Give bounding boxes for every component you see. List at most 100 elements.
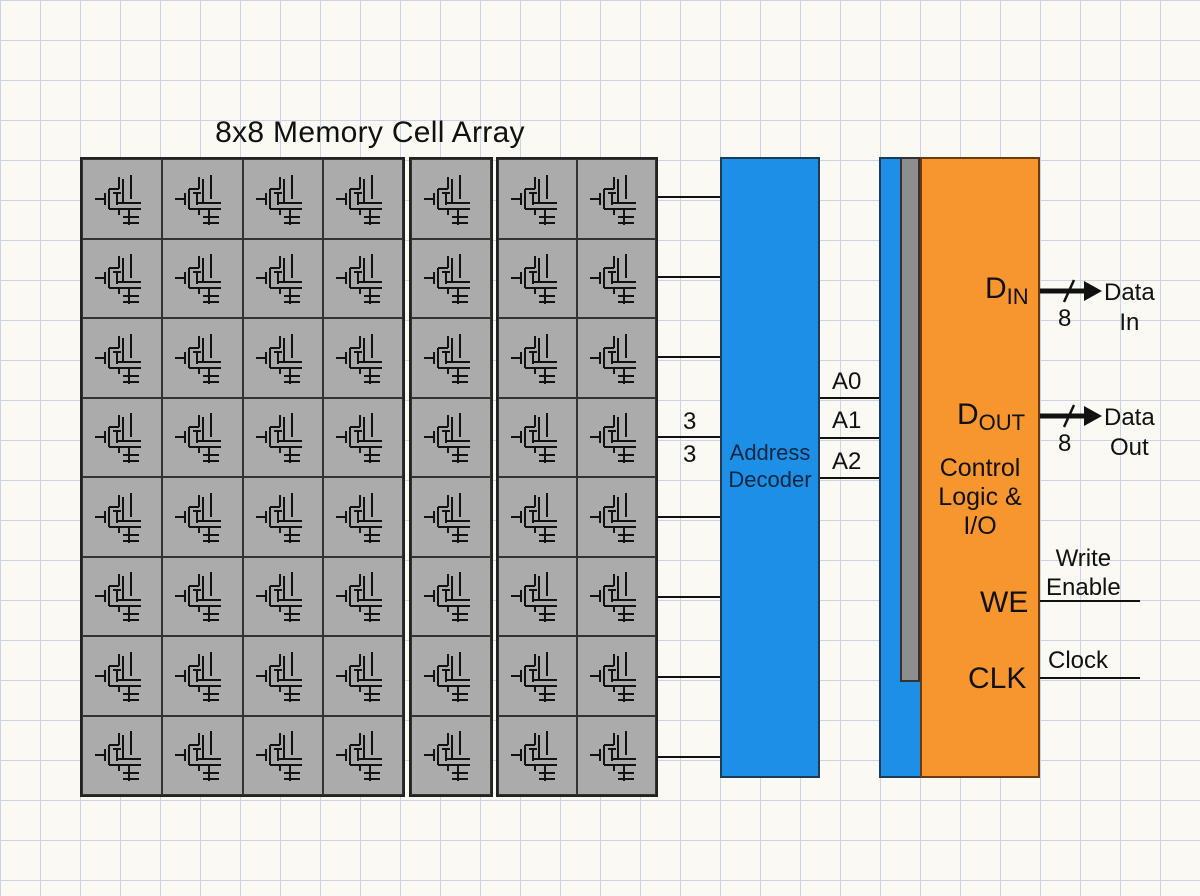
memory-cell-icon [582,725,652,785]
pin-din: DIN [985,272,1029,309]
memory-cell [322,715,403,795]
memory-cell-icon [503,407,573,467]
memory-cell [162,238,243,318]
memory-cell-icon [503,328,573,388]
memory-cell-icon [416,328,486,388]
memory-cell [322,556,403,636]
memory-cell [411,715,491,795]
memory-cell [498,397,577,477]
memory-cell-icon [503,566,573,626]
clock-line [1040,677,1140,679]
memory-cell-icon [167,248,237,308]
memory-cell [498,636,577,716]
memory-cell-icon [416,646,486,706]
memory-cell-icon [416,407,486,467]
memory-cell-icon [167,487,237,547]
memory-cell-icon [87,487,157,547]
memory-cell [162,318,243,398]
memory-cell [82,159,163,239]
memory-cell-icon [582,646,652,706]
control-logic-block [920,157,1040,778]
memory-cell-icon [87,169,157,229]
memory-cell-icon [328,646,398,706]
memory-cell [162,715,243,795]
memory-cell [577,159,656,239]
memory-cell-icon [582,169,652,229]
memory-cell [411,556,491,636]
data-in-width: 8 [1058,305,1072,332]
memory-cell-icon [503,248,573,308]
memory-cell [577,238,656,318]
memory-cell [162,477,243,557]
memory-cell-icon [582,566,652,626]
memory-cell [82,318,163,398]
memory-cell [577,556,656,636]
memory-cell [242,477,323,557]
memory-cell [411,318,491,398]
memory-cell [242,318,323,398]
memory-cell [82,477,163,557]
memory-cell-icon [87,646,157,706]
cell-array-group-2 [409,157,493,797]
memory-cell-icon [503,646,573,706]
memory-cell [162,159,243,239]
write-enable-label: Write Enable [1046,545,1121,601]
memory-cell [162,397,243,477]
pin-we: WE [980,586,1029,619]
memory-cell [411,159,491,239]
memory-cell-icon [416,725,486,785]
memory-cell [162,556,243,636]
memory-cell-icon [328,725,398,785]
bus-width-bottom: 3 [683,441,697,468]
memory-cell [411,238,491,318]
memory-cell-icon [503,487,573,547]
memory-cell-icon [87,328,157,388]
address-label-a1: A1 [832,407,862,434]
memory-cell-icon [248,725,318,785]
memory-cell-icon [328,487,398,547]
memory-cell-icon [248,169,318,229]
address-line-a0 [820,397,880,399]
memory-cell [242,636,323,716]
word-line [658,676,720,678]
memory-cell [162,636,243,716]
memory-cell-icon [328,248,398,308]
memory-cell-icon [248,328,318,388]
memory-cell-icon [87,407,157,467]
memory-cell [242,159,323,239]
bus-width-top: 3 [683,408,697,435]
memory-cell-icon [416,248,486,308]
address-decoder: Address Decoder [720,157,820,778]
memory-cell [577,477,656,557]
memory-cell-icon [328,407,398,467]
data-out-arrow [1040,404,1102,428]
memory-cell-icon [328,566,398,626]
address-label-a2: A2 [832,448,862,475]
word-line [658,596,720,598]
memory-cell-icon [503,725,573,785]
control-logic-label: Control Logic & I/O [938,454,1022,540]
memory-cell-icon [416,487,486,547]
memory-cell [498,238,577,318]
memory-cell-icon [328,169,398,229]
data-in-arrow [1040,279,1102,303]
control-block-gray-strip [900,157,920,682]
word-line [658,756,720,758]
memory-cell [577,397,656,477]
address-label-a0: A0 [832,368,862,395]
data-out-label: Data Out [1104,404,1155,461]
memory-cell-icon [248,407,318,467]
decoder-label: Address Decoder [728,440,812,492]
memory-cell-icon [582,328,652,388]
pin-dout: DOUT [957,398,1026,435]
memory-cell-icon [416,169,486,229]
memory-cell-icon [582,248,652,308]
memory-cell [577,318,656,398]
memory-cell [242,556,323,636]
memory-cell [322,238,403,318]
memory-cell-icon [87,725,157,785]
memory-cell [82,556,163,636]
memory-cell [322,159,403,239]
write-enable-line [1040,600,1140,602]
memory-cell [322,636,403,716]
